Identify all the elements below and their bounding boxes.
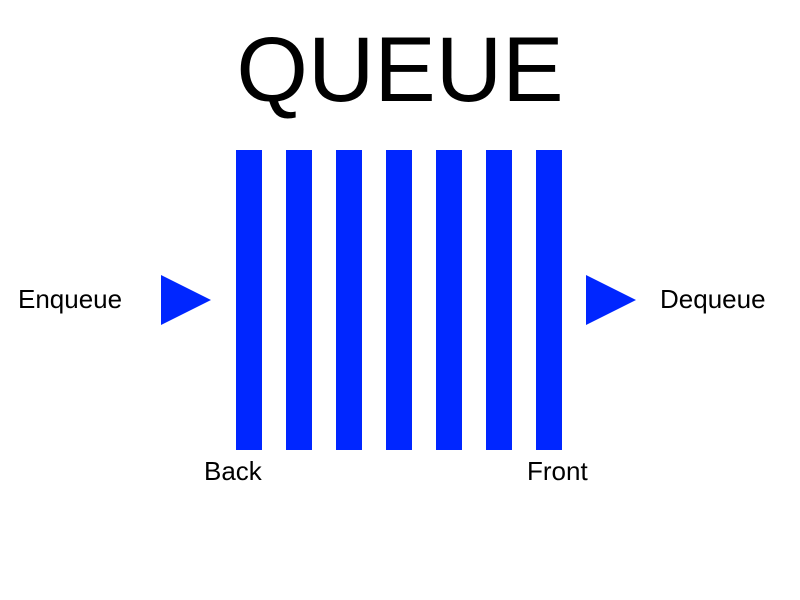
front-label: Front	[527, 456, 588, 486]
queue-slot	[236, 150, 262, 450]
queue-slot	[286, 150, 312, 450]
dequeue-arrow-icon	[586, 275, 636, 325]
queue-slot	[536, 150, 562, 450]
queue-slot	[386, 150, 412, 450]
enqueue-arrow-icon	[161, 275, 211, 325]
diagram-title: QUEUE	[236, 19, 564, 121]
queue-slot	[336, 150, 362, 450]
dequeue-label: Dequeue	[660, 284, 766, 314]
back-label: Back	[204, 456, 262, 486]
queue-slot	[436, 150, 462, 450]
enqueue-label: Enqueue	[18, 284, 123, 314]
queue-slot	[486, 150, 512, 450]
